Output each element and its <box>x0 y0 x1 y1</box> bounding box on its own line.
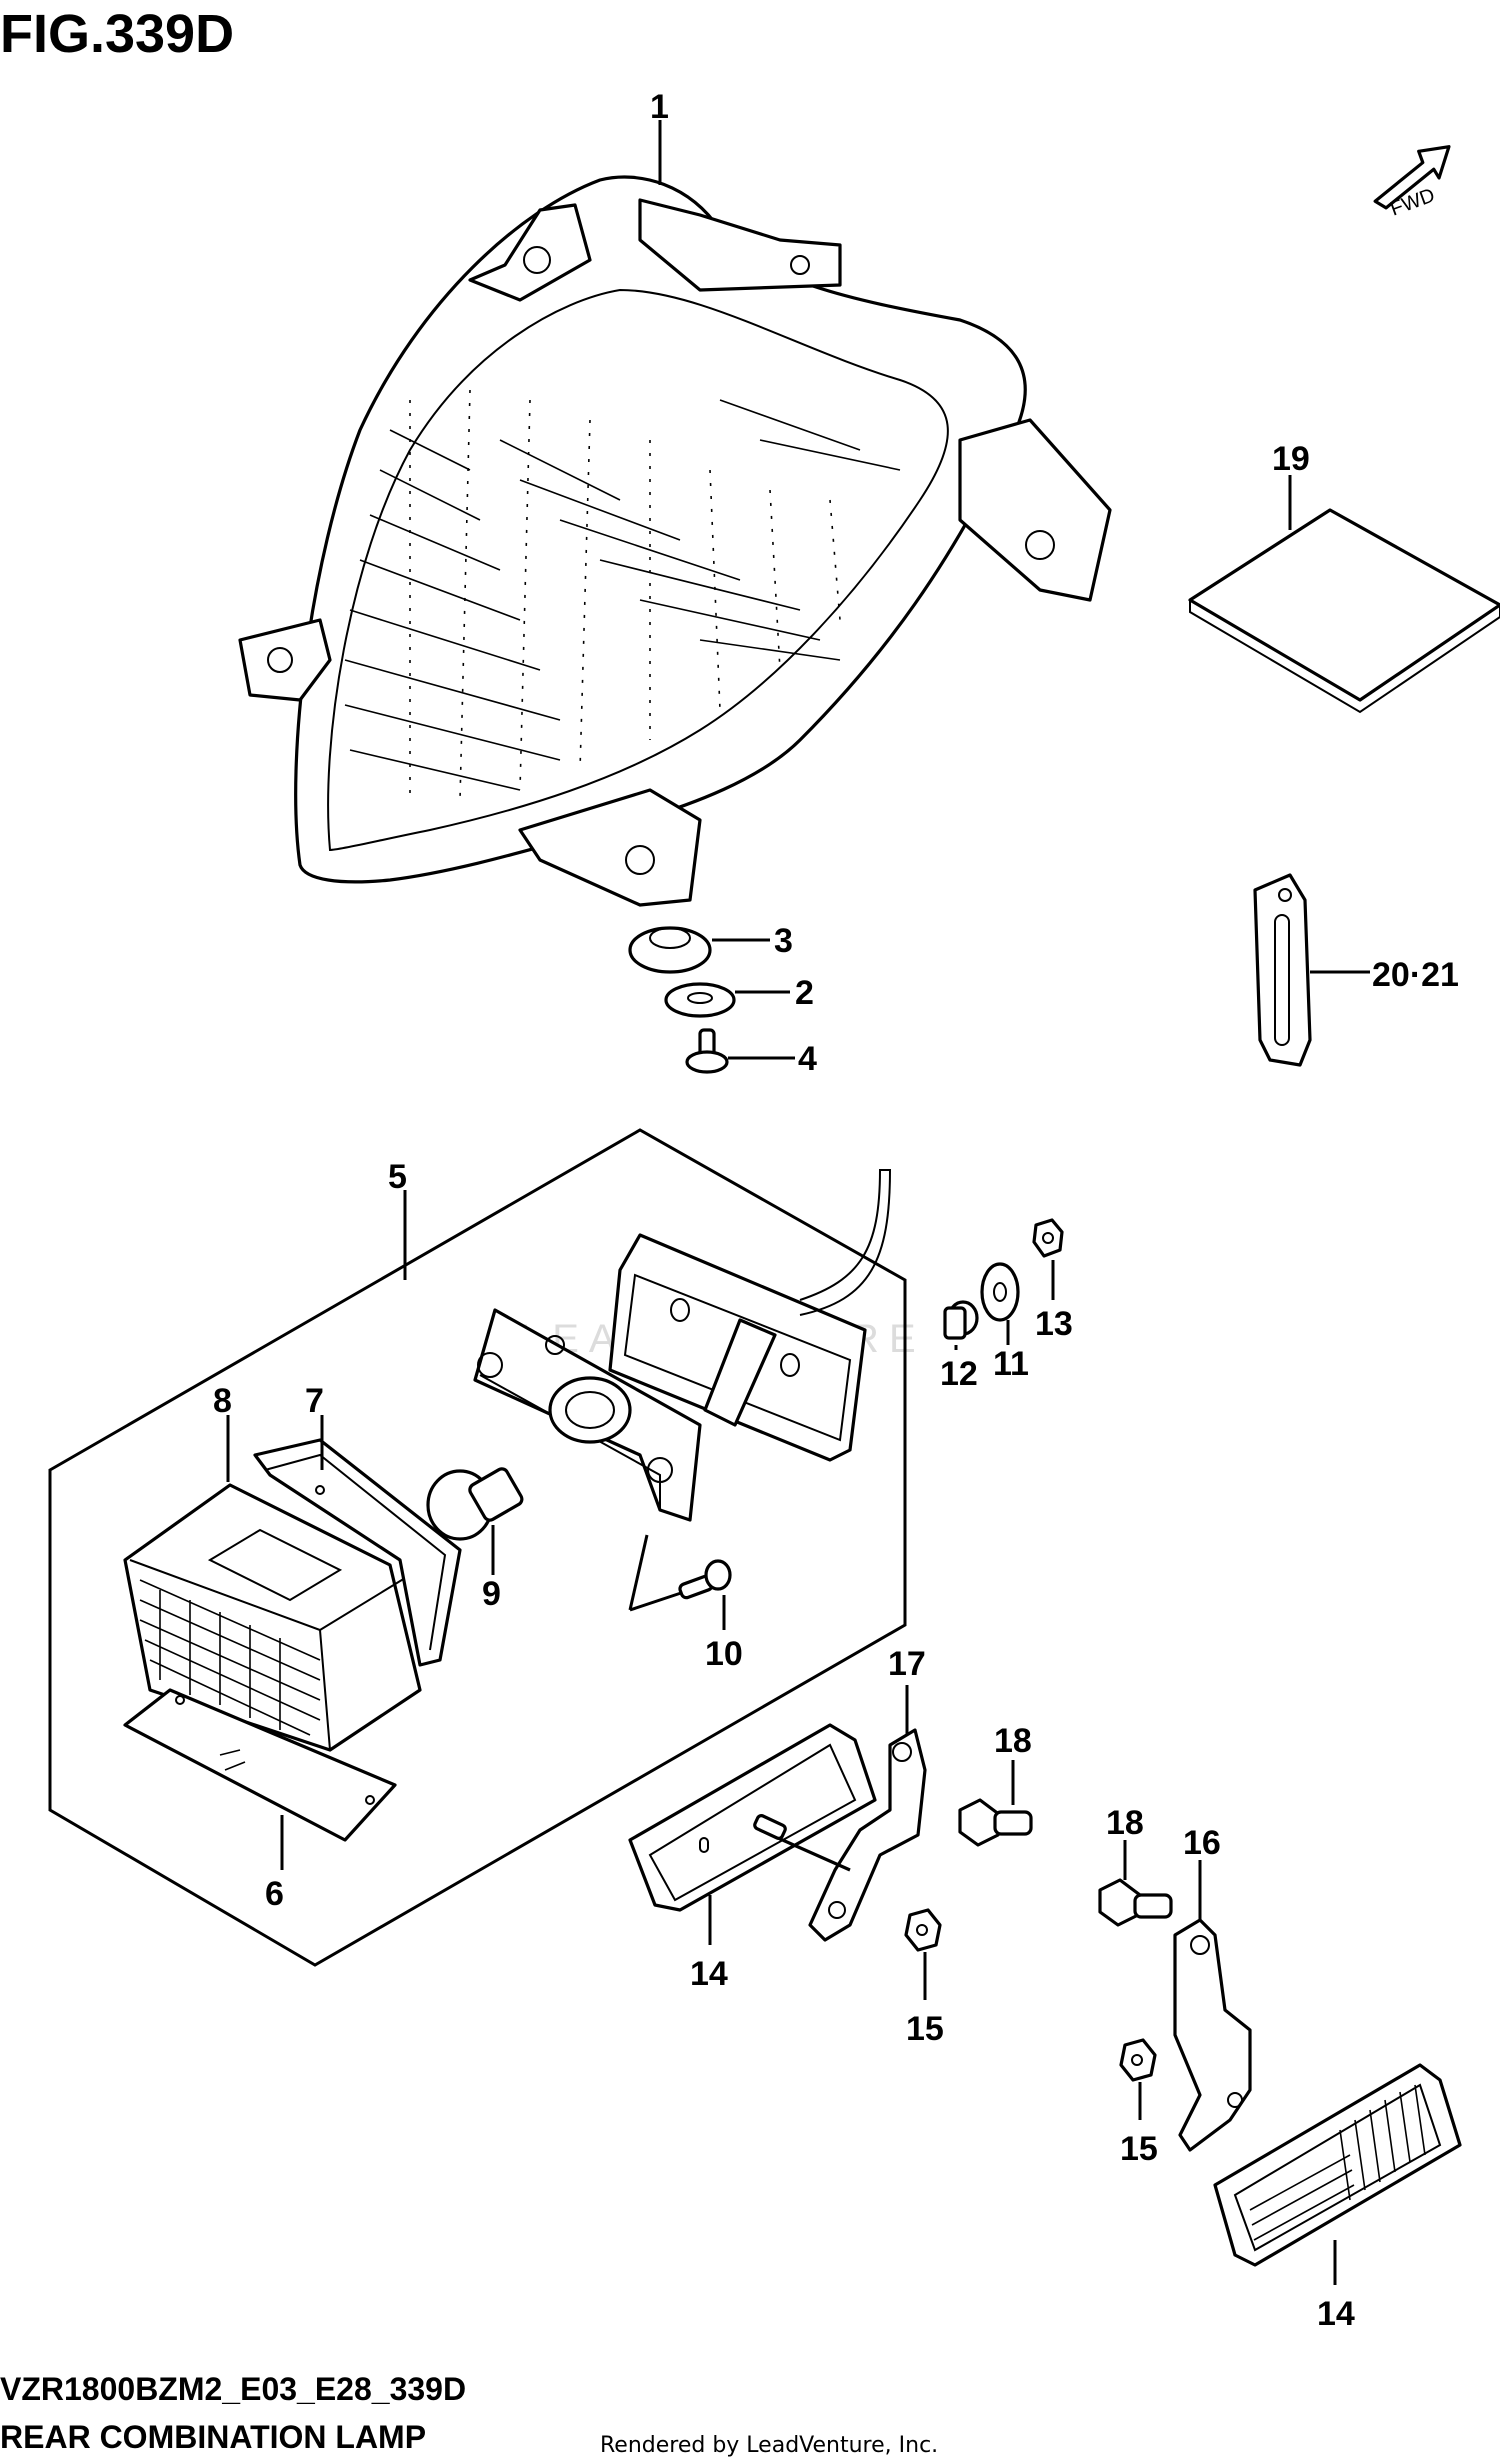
model-code: VZR1800BZM2_E03_E28_339D <box>0 2371 466 2407</box>
callout-11: 11 <box>993 1345 1029 1383</box>
part-4-screw[interactable] <box>685 1028 729 1074</box>
part-8-lens[interactable] <box>123 1483 422 1752</box>
lamp-socket-base[interactable] <box>473 1308 702 1522</box>
callout-7: 7 <box>305 1382 324 1420</box>
callout-15-right: 15 <box>1120 2130 1158 2168</box>
callout-14-left: 14 <box>690 1955 728 1993</box>
part-6-plate[interactable] <box>123 1688 397 1842</box>
fwd-arrow-icon: FWD <box>1373 145 1451 221</box>
callout-12: 12 <box>940 1355 978 1393</box>
part-10-screw[interactable] <box>678 1559 732 1600</box>
callout-13: 13 <box>1035 1305 1073 1343</box>
callout-14-right: 14 <box>1317 2295 1355 2333</box>
part-3-cushion[interactable] <box>628 926 712 974</box>
callout-17: 17 <box>888 1645 926 1683</box>
callout-18-right: 18 <box>1106 1804 1144 1842</box>
part-18-bolt-right[interactable] <box>1098 1878 1173 1927</box>
part-20-21-strap[interactable] <box>1253 873 1312 1067</box>
part-5-group-box[interactable] <box>48 1128 907 1967</box>
part-18-bolt-left[interactable] <box>958 1798 1033 1847</box>
callout-15-left: 15 <box>906 2010 944 2048</box>
part-13-nut[interactable] <box>1032 1218 1064 1258</box>
callout-16: 16 <box>1183 1824 1221 1862</box>
callout-1: 1 <box>650 88 669 126</box>
part-15-nut-right[interactable] <box>1119 2038 1157 2082</box>
part-11-washer[interactable] <box>980 1262 1020 1322</box>
callout-4: 4 <box>798 1040 817 1078</box>
part-9-bulb[interactable] <box>426 1467 524 1541</box>
part-2-washer[interactable] <box>664 982 736 1018</box>
callout-19: 19 <box>1272 440 1310 478</box>
callout-6: 6 <box>265 1875 284 1913</box>
lamp-wire <box>799 1169 892 1316</box>
part-12-collar[interactable] <box>943 1300 979 1340</box>
part-14-reflector-right[interactable] <box>1213 2063 1462 2267</box>
figure-title: FIG.339D <box>0 4 234 64</box>
part-16-bracket[interactable] <box>1173 1918 1252 2152</box>
callout-8: 8 <box>213 1382 232 1420</box>
part-1-rear-combination-lamp[interactable] <box>238 175 1112 907</box>
callout-10: 10 <box>705 1635 743 1673</box>
part-7-gasket[interactable] <box>253 1438 462 1667</box>
callout-20-21: 20·21 <box>1372 956 1459 994</box>
credit-text: Rendered by LeadVenture, Inc. <box>600 2433 938 2458</box>
lamp-rear-gasket[interactable] <box>608 1233 867 1462</box>
callout-9: 9 <box>482 1575 501 1613</box>
callout-3: 3 <box>774 922 793 960</box>
part-19-plate[interactable] <box>1188 508 1500 714</box>
part-14-reflector-left[interactable] <box>628 1723 877 1912</box>
callout-2: 2 <box>795 974 814 1012</box>
callout-18-left: 18 <box>994 1722 1032 1760</box>
callout-5: 5 <box>388 1158 407 1196</box>
part-15-nut-left[interactable] <box>904 1908 942 1952</box>
part-17-bracket[interactable] <box>753 1728 927 1942</box>
section-name: REAR COMBINATION LAMP <box>0 2419 426 2455</box>
